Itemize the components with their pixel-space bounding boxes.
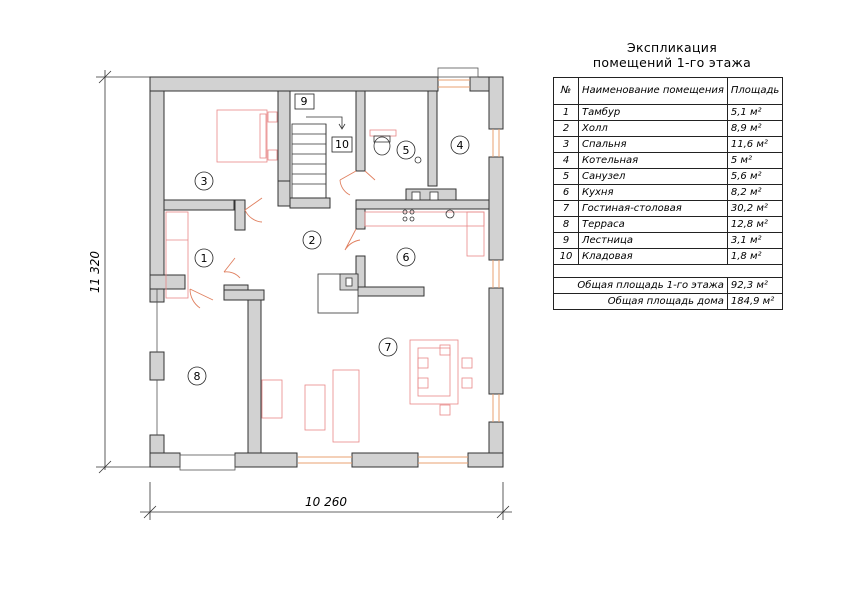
room-no: 4 (553, 152, 579, 169)
height-dimension: 11 320 (88, 251, 102, 293)
room-no: 6 (553, 184, 579, 201)
room-area: 8,2 м² (726, 184, 784, 201)
furniture (165, 109, 485, 443)
room-area: 3,1 м² (726, 232, 784, 249)
room-no: 3 (553, 136, 579, 153)
room-label-4: 4 (457, 139, 464, 152)
explication-title-line1: Экспликация (626, 40, 718, 55)
room-no: 1 (553, 104, 579, 121)
room-area: 5,1 м² (726, 104, 784, 121)
room-no: 2 (553, 120, 579, 137)
explication-title-line2: помещений 1-го этажа (592, 55, 752, 70)
room-name: Кухня (578, 184, 728, 201)
table-spacer-row (552, 264, 784, 278)
explication-title: Экспликация помещений 1-го этажа (553, 40, 791, 70)
windows (298, 79, 500, 464)
room-label-7: 7 (385, 341, 392, 354)
inner-walls (163, 90, 490, 454)
col-header-area: Площадь (726, 77, 784, 105)
staircase (291, 116, 346, 199)
room-labels (187, 93, 470, 386)
fixtures (317, 135, 455, 314)
room-area: 11,6 м² (726, 136, 784, 153)
room-name: Спальня (578, 136, 728, 153)
room-label-3: 3 (201, 175, 208, 188)
room-area: 30,2 м² (726, 200, 784, 217)
room-name: Терраса (578, 216, 728, 233)
room-name: Кладовая (578, 248, 728, 265)
room-area: 12,8 м² (726, 216, 784, 233)
total-house-label: Общая площадь дома (553, 293, 728, 310)
col-header-name: Наименование помещения (578, 77, 728, 105)
room-label-9: 9 (301, 95, 308, 108)
room-no: 5 (553, 168, 579, 185)
room-label-10: 10 (335, 138, 349, 151)
room-name: Котельная (578, 152, 728, 169)
floor-plan: 1 2 3 4 5 6 7 8 9 10 10 260 11 320 (88, 67, 512, 520)
room-area: 5,6 м² (726, 168, 784, 185)
room-label-1: 1 (201, 252, 208, 265)
room-name: Лестница (578, 232, 728, 249)
room-label-5: 5 (403, 144, 410, 157)
room-no: 8 (553, 216, 579, 233)
room-area: 1,8 м² (726, 248, 784, 265)
room-label-2: 2 (309, 234, 316, 247)
terrace-outline (156, 67, 479, 471)
col-header-no: № (553, 77, 579, 105)
doors (189, 170, 376, 309)
room-name: Тамбур (578, 104, 728, 121)
total-floor-label: Общая площадь 1-го этажа (553, 277, 728, 294)
room-label-6: 6 (403, 251, 410, 264)
total-house-value: 184,9 м² (726, 293, 784, 310)
room-name: Санузел (578, 168, 728, 185)
table-header-row: № Наименование помещения Площадь (553, 77, 784, 105)
width-dimension: 10 260 (305, 495, 347, 509)
room-name: Гостиная-столовая (578, 200, 728, 217)
total-floor-value: 92,3 м² (726, 277, 784, 294)
dimension-lines (96, 70, 512, 520)
room-name: Холл (578, 120, 728, 137)
room-no: 10 (553, 248, 579, 265)
total-house-row: Общая площадь дома 184,9 м² (553, 293, 784, 310)
room-area: 5 м² (726, 152, 784, 169)
room-no: 9 (553, 232, 579, 249)
room-no: 7 (553, 200, 579, 217)
total-floor-row: Общая площадь 1-го этажа 92,3 м² (553, 277, 784, 294)
room-area: 8,9 м² (726, 120, 784, 137)
room-label-8: 8 (194, 370, 201, 383)
